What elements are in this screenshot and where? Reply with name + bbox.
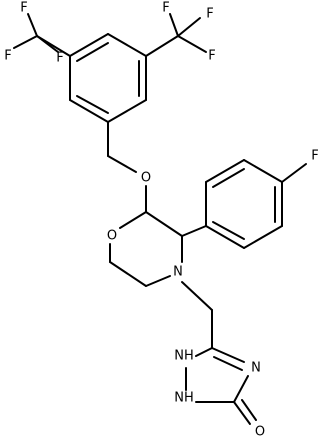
bond-cf3-left-ring (36, 35, 71, 57)
bond-fphenyl-2 (205, 159, 245, 183)
bond-c3-aryl (181, 225, 207, 237)
bond-benzene-4 (107, 99, 147, 123)
atom-o-ring: O (107, 229, 117, 244)
bond-fphenyl-5 (243, 225, 283, 249)
atom-f-left-mid: F (4, 49, 11, 64)
atom-nh-lower: NH (174, 391, 194, 406)
bond-tri-c5-n4 (211, 347, 245, 363)
bond-benzene-2 (107, 33, 147, 57)
bond-cf3-right-f2 (177, 35, 207, 53)
bond-cf3-right-ring (145, 35, 179, 57)
atom-f-left-top: F (20, 1, 27, 16)
bond-tri-c5-n4-double (213, 356, 243, 371)
bond-fphenyl-3 (243, 159, 283, 183)
bond-fphenyl-6 (205, 225, 245, 249)
bond-c5-n4 (145, 275, 171, 287)
atom-labels: F F F F F F F O O N NH NH N O (4, 1, 318, 440)
bond-fphenyl-f (281, 163, 307, 183)
bond-tri-n1-c5 (195, 347, 213, 357)
bond-benzene-5 (69, 99, 109, 123)
bond-c2-ring-o (119, 211, 147, 229)
bond-benzene-double-3 (76, 95, 109, 114)
atom-n-morpholine: N (173, 265, 183, 280)
atom-nh-upper: NH (174, 349, 194, 364)
atom-n-triazole: N (251, 361, 261, 376)
bond-cf3-right-f3 (177, 17, 201, 37)
bond-tri-n4-c3 (233, 375, 249, 403)
bond-benzene-double-1 (76, 42, 109, 62)
bond-c6-c5 (109, 261, 147, 287)
bonds (13, 13, 307, 425)
atom-f-left-low: F (56, 51, 63, 66)
bond-fphenyl-double-1 (212, 168, 245, 188)
bond-cf3-left-f1 (13, 35, 38, 49)
bond-carbonyl-double (241, 399, 257, 421)
atom-f-right-low: F (208, 49, 215, 64)
atom-f-right-mid: F (206, 7, 213, 22)
bond-benzene-1 (69, 33, 109, 57)
bond-carbonyl (233, 401, 251, 425)
bond-cf3-right-f1 (169, 13, 179, 37)
atom-o-carbonyl: O (255, 425, 265, 440)
atom-f-right-top: F (162, 1, 169, 16)
bond-fphenyl-double-3 (212, 221, 245, 240)
bond-ch2-o (107, 155, 137, 173)
bond-cf3-left-f2 (27, 13, 38, 37)
atom-o-ether: O (141, 171, 151, 186)
atom-f-para: F (311, 149, 318, 164)
bond-n4-ch2 (181, 281, 213, 311)
bond-c3-c2 (145, 211, 183, 237)
